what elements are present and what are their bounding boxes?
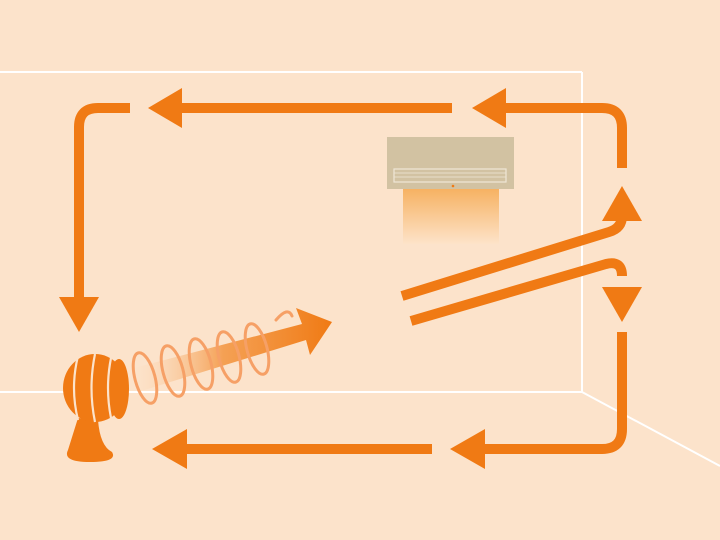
bottom-right-path	[485, 332, 627, 454]
floor-side-line	[581, 391, 720, 467]
fan-stand	[66, 418, 114, 462]
diagonal-down-path	[409, 258, 627, 326]
arrowhead-bottom-left	[152, 429, 187, 469]
fan-front-grill	[109, 359, 129, 419]
arrowhead-right-up	[602, 186, 642, 221]
airflow-loop	[74, 103, 627, 454]
arrowheads	[59, 88, 642, 469]
arrowhead-down-left	[59, 297, 99, 332]
fan-airflow-jet	[131, 308, 332, 405]
ac-unit-vent	[393, 168, 507, 183]
air-conditioner-icon	[387, 137, 514, 244]
ac-unit-body	[387, 137, 514, 189]
ac-indicator-light	[451, 184, 455, 188]
top-left-return-path	[74, 103, 130, 300]
circulator-fan-icon	[63, 353, 129, 462]
arrowhead-top-right	[472, 88, 506, 128]
spiral-airflow	[131, 310, 294, 405]
arrowhead-top-left	[148, 88, 182, 128]
top-right-path	[500, 103, 627, 168]
arrowhead-right-down	[602, 287, 642, 322]
arrowhead-bottom-right	[450, 429, 485, 469]
